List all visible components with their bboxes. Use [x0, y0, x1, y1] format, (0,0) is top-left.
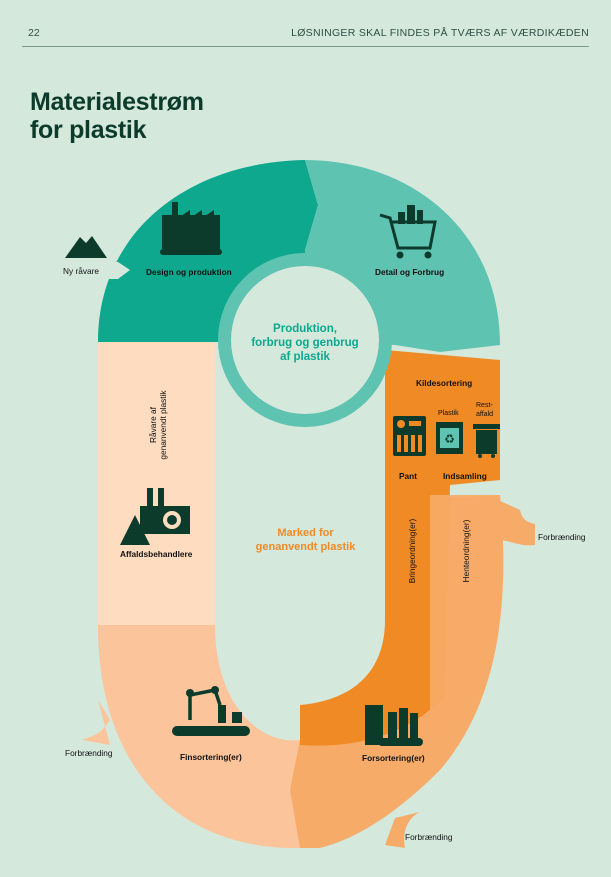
shopping-cart-icon	[379, 213, 437, 250]
title-line-1: Materialestrøm	[30, 88, 204, 116]
ny-ravare-label: Ny råvare	[63, 266, 99, 276]
detail-label: Detail og Forbrug	[375, 267, 445, 277]
robot-arm-icon	[188, 687, 222, 720]
ny-ravare-arrow	[55, 262, 130, 279]
trash-bin-icon	[473, 424, 500, 458]
affaldsbehandlere-label: Affaldsbehandlere	[120, 549, 193, 559]
forbraending-left-label: Forbrænding	[65, 748, 113, 758]
page-title: Materialestrøm for plastik	[30, 88, 204, 144]
design-label: Design og produktion	[146, 267, 232, 277]
rest-label-2: affald	[476, 411, 493, 418]
mountain-icon	[65, 236, 107, 258]
recycling-bin-icon: ♻	[436, 422, 463, 454]
forbraending-bottom-label: Forbrænding	[405, 832, 453, 842]
market-text: Marked for genanvendt plastik	[255, 527, 356, 553]
page-number: 22	[28, 27, 40, 39]
forsortering-label: Forsortering(er)	[362, 753, 425, 763]
plastik-bin-label: Plastik	[438, 410, 459, 417]
center-circle-text: Produktion, forbrug og genbrug af plasti…	[251, 323, 359, 363]
factory-icon	[160, 202, 222, 255]
center-circle	[231, 266, 379, 414]
henteordning-label: Henteordning(er)	[461, 519, 471, 583]
rest-label-1: Rest-	[476, 402, 493, 409]
forbraending-branch-right	[498, 500, 535, 546]
henteordning-channel	[430, 495, 501, 730]
kildesortering-label: Kildesortering	[416, 378, 473, 388]
ravare-genanvendt-label: Råvare af genanvendt plastik	[148, 390, 168, 460]
sorting-facility-icon	[365, 705, 423, 746]
finsortering-label: Finsortering(er)	[180, 752, 242, 762]
forbraending-right-label: Forbrænding	[538, 532, 586, 542]
waste-plant-icon	[120, 488, 190, 545]
bringeordning-label: Bringeordning(er)	[407, 518, 417, 584]
section-title: LØSNINGER SKAL FINDES PÅ TVÆRS AF VÆRDIK…	[291, 27, 589, 39]
forbraending-branch-bottom	[385, 812, 420, 848]
page-header: 22 LØSNINGER SKAL FINDES PÅ TVÆRS AF VÆR…	[22, 24, 589, 47]
peach-column	[98, 342, 215, 625]
bottom-left-arc	[98, 625, 300, 849]
indsamling-label: Indsamling	[443, 471, 487, 481]
title-line-2: for plastik	[30, 116, 147, 144]
forbraending-branch-left	[82, 700, 110, 745]
svg-text:♻: ♻	[444, 432, 455, 446]
pant-label: Pant	[399, 471, 417, 481]
